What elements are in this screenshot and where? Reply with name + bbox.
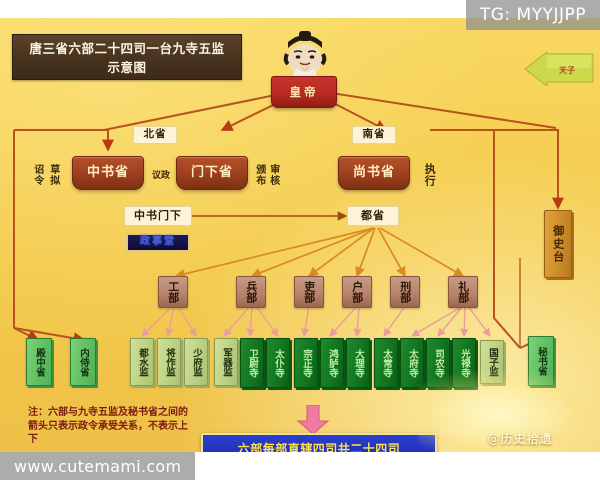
node-secretariat[interactable]: 秘书省 [528, 336, 554, 386]
annotation-deliberate: 议政 [151, 171, 170, 182]
node-zongzhengsi[interactable]: 宗正寺 [294, 338, 318, 388]
node-ministry-bingbu[interactable]: 兵部 [236, 276, 266, 308]
node-guanglusi[interactable]: 光禄寺 [452, 338, 476, 388]
green-left-arrow-icon: 天子 [523, 50, 595, 88]
node-taifusi[interactable]: 太府寺 [400, 338, 424, 388]
pink-down-arrow-icon [296, 404, 330, 435]
node-zhengshitang[interactable]: 政事堂 [126, 233, 190, 252]
annotation-review: 审核 [267, 164, 279, 186]
node-zhongshusheng[interactable]: 中书省 [72, 156, 144, 190]
node-ministry-xingbu[interactable]: 刑部 [390, 276, 420, 308]
emperor-portrait-icon [282, 30, 328, 78]
diagram-canvas: 唐三省六部二十四司一台九寺五监 示意图 皇帝 [0, 18, 600, 452]
annotation-draft-col-1: 草拟 [47, 164, 59, 186]
watermark-telegram: TG: MYYJJPP [465, 0, 600, 30]
node-honglusi[interactable]: 鸿胪寺 [320, 338, 344, 388]
node-taichangsi[interactable]: 太常寺 [374, 338, 398, 388]
watermark-url: www.cutemami.com [0, 452, 196, 480]
node-ministry-libu-personnel[interactable]: 吏部 [294, 276, 324, 308]
node-menxiasheng[interactable]: 门下省 [176, 156, 248, 190]
node-dusheng[interactable]: 都省 [347, 206, 399, 226]
green-arrow-label: 天子 [559, 66, 575, 75]
label-south-region: 南省 [352, 126, 396, 144]
diagram-title: 唐三省六部二十四司一台九寺五监 示意图 [12, 34, 242, 80]
annotation-draft-col-2: 诏令 [31, 164, 43, 186]
node-junqijian[interactable]: 军器监 [214, 338, 238, 386]
label-north-region: 北省 [133, 126, 177, 144]
node-zhongshumenxia[interactable]: 中书门下 [124, 206, 192, 226]
node-shangshusheng[interactable]: 尚书省 [338, 156, 410, 190]
node-emperor[interactable]: 皇帝 [271, 76, 337, 108]
title-line-2: 示意图 [107, 60, 147, 75]
annotation-execute: 执行 [423, 163, 437, 187]
node-shaofujian[interactable]: 少府监 [184, 338, 208, 386]
node-guozijian[interactable]: 国子监 [480, 340, 504, 384]
node-ministry-libu-rites[interactable]: 礼部 [448, 276, 478, 308]
node-dalisi[interactable]: 大理寺 [346, 338, 370, 388]
node-taipusi[interactable]: 太仆寺 [266, 338, 290, 388]
diagram-note: 注：六部与九寺五监及秘书省之间的箭头只表示政令承受关系，不表示上下 [28, 407, 188, 445]
connector-layer [13, 89, 564, 349]
node-censorate[interactable]: 御史台 [544, 210, 572, 278]
node-sinongsi[interactable]: 司农寺 [426, 338, 450, 388]
node-ministry-hubu[interactable]: 户部 [342, 276, 372, 308]
node-jiangzuojian[interactable]: 将作监 [157, 338, 181, 386]
annotation-promulgate: 颁布 [253, 164, 265, 186]
brand-watermark: @历史拾遗 [487, 431, 553, 446]
node-dushuijian[interactable]: 都水监 [130, 338, 154, 386]
bottom-banner: 六部每部直辖四司共二十四司 [201, 433, 437, 452]
node-neishisheng[interactable]: 内侍省 [70, 338, 96, 386]
node-weiweisi[interactable]: 卫尉寺 [240, 338, 264, 388]
node-ministry-gongbu[interactable]: 工部 [158, 276, 188, 308]
title-line-1: 唐三省六部二十四司一台九寺五监 [29, 41, 225, 56]
node-dianzhongsheng[interactable]: 殿中省 [26, 338, 52, 386]
